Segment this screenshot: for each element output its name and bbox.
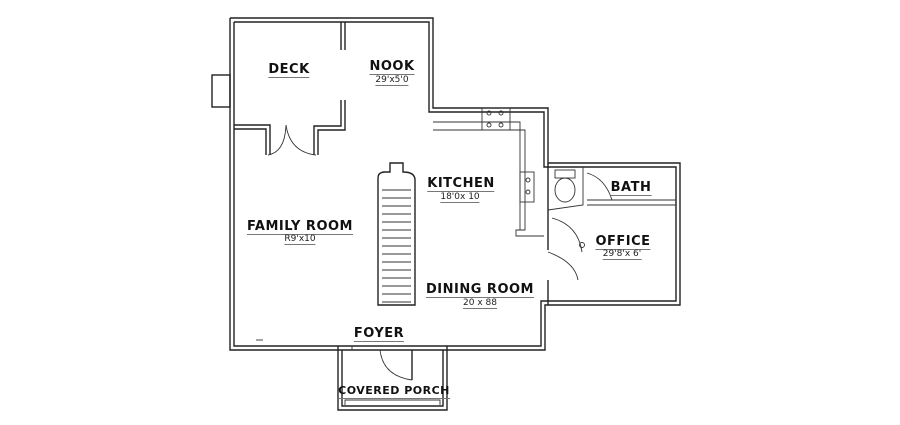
chimney (211, 74, 231, 108)
stairs[interactable] (377, 162, 416, 306)
room-size-dining-room: 20 x 88 (463, 298, 497, 309)
deck-walls (234, 22, 346, 155)
room-label-kitchen: KITCHEN (427, 176, 495, 192)
kitchen-counters (433, 107, 544, 237)
foyer-door (379, 349, 413, 381)
room-label-dining-room: DINING ROOM (426, 282, 534, 298)
bath-office-walls (547, 163, 676, 305)
porch (337, 346, 448, 411)
room-size-kitchen: 18'0x 10 (440, 192, 480, 203)
room-label-covered-porch: COVERED PORCH (338, 384, 450, 399)
room-size-family-room: R9'x10 (284, 234, 316, 245)
room-label-deck: DECK (268, 62, 310, 78)
exterior-walls (229, 17, 681, 351)
room-label-office: OFFICE (595, 234, 651, 250)
room-label-nook: NOOK (369, 59, 415, 75)
room-label-family-room: FAMILY ROOM (247, 219, 353, 235)
deck-double-door (267, 124, 317, 156)
room-size-office: 29'8'x 6' (602, 249, 642, 260)
room-size-nook: 29'x5'0 (375, 75, 409, 86)
room-label-bath: BATH (610, 180, 652, 196)
room-label-foyer: FOYER (353, 326, 405, 342)
